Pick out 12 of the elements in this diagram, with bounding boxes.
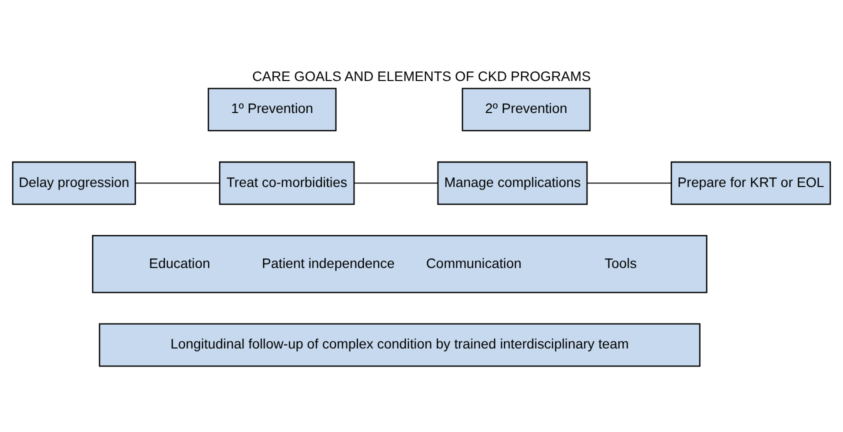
node-box: Manage complications (437, 161, 588, 205)
connector (135, 182, 220, 184)
node-box: Delay progression (12, 161, 136, 205)
connector (354, 182, 438, 184)
node-box: Prepare for KRT or EOL (670, 161, 831, 205)
node-box: 1º Prevention (208, 88, 337, 132)
connector (586, 182, 672, 184)
node-box: 2º Prevention (462, 88, 591, 132)
node-box: Longitudinal follow-up of complex condition by trained interdisciplinary team (98, 323, 700, 367)
diagram-title: CARE GOALS AND ELEMENTS OF CKD PROGRAMS (252, 68, 591, 84)
node-box: Education Patient independence Communication Tools (92, 234, 708, 294)
node-box: Treat co-morbidities (219, 161, 355, 205)
